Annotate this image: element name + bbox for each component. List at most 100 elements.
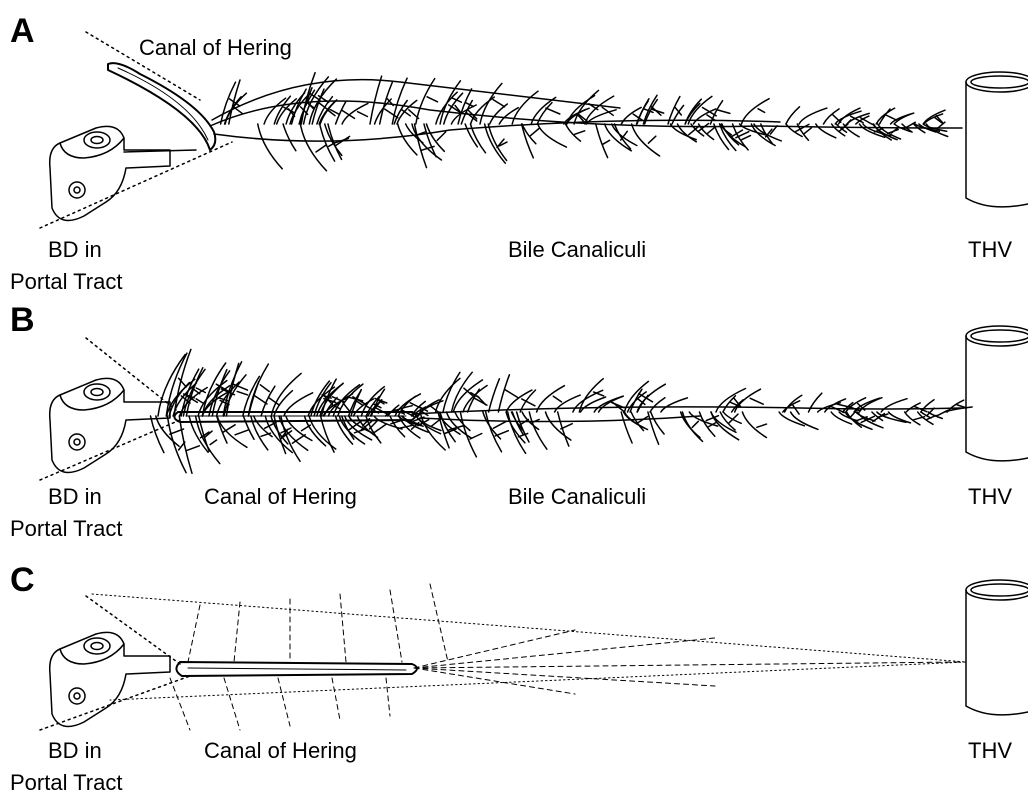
zone-division-dashed	[278, 678, 290, 726]
bile-canaliculus-branch	[489, 379, 500, 412]
zone-outline-dotted	[92, 594, 966, 700]
bile-canaliculus-trunk	[412, 407, 962, 414]
zone-division-dashed	[332, 678, 340, 720]
bile-canaliculus-branch	[370, 76, 382, 124]
bile-canaliculus-branch	[181, 369, 199, 416]
bile-canaliculus-branch-twig	[235, 108, 243, 114]
bile-canaliculus-branch-twig	[718, 110, 730, 113]
bile-canaliculus-branch-twig	[470, 434, 482, 440]
bile-canaliculus-branch-twig	[850, 410, 857, 418]
bile-canaliculus-branch	[283, 124, 296, 151]
bile-canaliculus-branch-twig	[494, 421, 507, 428]
bile-canaliculus-branch-twig	[804, 128, 811, 134]
bile-canaliculus-branch	[876, 108, 894, 124]
bile-canaliculus-branch-twig	[343, 403, 350, 411]
bile-canaliculus-branch	[374, 416, 402, 429]
bile-canaliculus-branch	[799, 108, 827, 124]
bile-canaliculus-branch-twig	[757, 424, 767, 427]
bile-canaliculus-branch	[596, 124, 608, 158]
panel-a	[40, 32, 1028, 228]
portal-vein-lumen	[84, 384, 110, 400]
panel-b-letter: B	[10, 303, 35, 337]
hepatic-artery-inner	[74, 439, 80, 445]
panel-b-bd-label-line2: Portal Tract	[10, 518, 122, 540]
zone-fan-dashed	[414, 668, 715, 686]
bile-canaliculus-branch	[460, 412, 476, 457]
terminal-hepatic-vein-rim	[971, 76, 1028, 88]
terminal-hepatic-vein-body	[966, 82, 1028, 207]
bile-canaliculus-branch-twig	[427, 97, 437, 102]
zone-fan-dashed	[414, 668, 575, 694]
bile-canaliculus-branch	[791, 412, 818, 429]
zone-division-dashed	[224, 678, 240, 730]
bile-canaliculus-branch-twig	[742, 136, 751, 140]
zone-division-dashed	[430, 584, 448, 662]
zone-division-dashed	[390, 590, 402, 662]
panel-a-bile-canaliculi-label: Bile Canaliculi	[508, 239, 646, 261]
zone-fan-dashed	[414, 630, 575, 668]
bile-canaliculus-branch-twig	[235, 430, 249, 435]
panel-c-bd-label-line2: Portal Tract	[10, 772, 122, 794]
canal-of-hering-lumen	[188, 668, 406, 670]
bile-canaliculus-branch	[877, 412, 906, 422]
hepatic-artery-inner	[74, 693, 80, 699]
zone-division-dashed	[170, 678, 190, 730]
bile-canaliculus-branch-twig	[793, 405, 799, 414]
zone-division-dashed	[188, 605, 200, 662]
bile-canaliculus-branch	[555, 395, 581, 412]
bile-canaliculus-branch-twig	[831, 407, 844, 413]
bile-canaliculus-branch	[538, 124, 567, 147]
bile-canaliculus-branch-twig	[692, 421, 698, 427]
bile-canaliculus-branch-twig	[603, 140, 610, 144]
bile-canaliculus-branch	[529, 412, 547, 449]
bile-canaliculus-branch-twig	[210, 440, 217, 445]
portal-vein-inner	[91, 643, 103, 650]
bile-canaliculus-branch	[632, 124, 660, 156]
bile-canaliculus-branch	[522, 124, 534, 158]
bile-canaliculus-branch-twig	[750, 398, 763, 404]
panel-b	[40, 326, 1028, 480]
bile-canaliculus-branch	[471, 97, 495, 124]
bile-canaliculus-branch-twig	[375, 424, 386, 432]
panel-a-canal-of-hering-label: Canal of Hering	[139, 37, 292, 59]
bile-canaliculus-branch	[258, 124, 282, 169]
bile-canaliculus-branch-twig	[886, 115, 897, 120]
bile-canaliculus-branch	[786, 107, 800, 124]
terminal-hepatic-vein-rim	[971, 330, 1028, 342]
panel-b-bile-canaliculi-label: Bile Canaliculi	[508, 486, 646, 508]
zone-fan-dashed	[414, 638, 715, 668]
hepatic-artery-lumen	[69, 182, 85, 198]
bile-canaliculus-branch	[585, 96, 614, 124]
terminal-hepatic-vein-top	[966, 72, 1028, 92]
portal-vein-lumen	[84, 132, 110, 148]
bile-canaliculus-branch-twig	[358, 112, 368, 117]
bile-canaliculus-branch-twig	[708, 127, 716, 134]
bile-canaliculus-branch-twig	[575, 131, 585, 135]
panel-c-letter: C	[10, 563, 35, 597]
bile-canaliculus-branch-twig	[530, 128, 539, 136]
terminal-hepatic-vein-top	[966, 580, 1028, 600]
bile-canaliculus-branch	[605, 124, 632, 151]
zone-division-dashed	[234, 602, 240, 662]
panel-b-canal-of-hering-label: Canal of Hering	[204, 486, 357, 508]
terminal-hepatic-vein-rim	[971, 584, 1028, 596]
bile-canaliculus-branch-twig	[437, 132, 446, 141]
bile-canaliculus-branch-twig	[237, 391, 247, 395]
zone-division-dashed	[340, 594, 346, 662]
panel-c-bd-label-line1: BD in	[48, 740, 102, 762]
portal-vein-inner	[91, 389, 103, 396]
bile-canaliculus-branch	[498, 375, 509, 412]
bile-canaliculus-branch-twig	[187, 446, 199, 451]
bile-canaliculus-branch-twig	[505, 390, 518, 398]
portal-vein-inner	[91, 137, 103, 144]
bile-canaliculus-branch	[661, 398, 688, 412]
bile-canaliculus-branch-twig	[493, 100, 505, 107]
bile-canaliculus-branch	[691, 124, 704, 136]
panel-a-thv-label: THV	[968, 239, 1012, 261]
zone-fan-dashed	[414, 662, 960, 668]
portal-vein-lumen	[84, 638, 110, 654]
panel-c-thv-label: THV	[968, 740, 1012, 762]
bile-canaliculus-branch-twig	[553, 396, 561, 402]
panel-a-bd-label-line1: BD in	[48, 239, 102, 261]
